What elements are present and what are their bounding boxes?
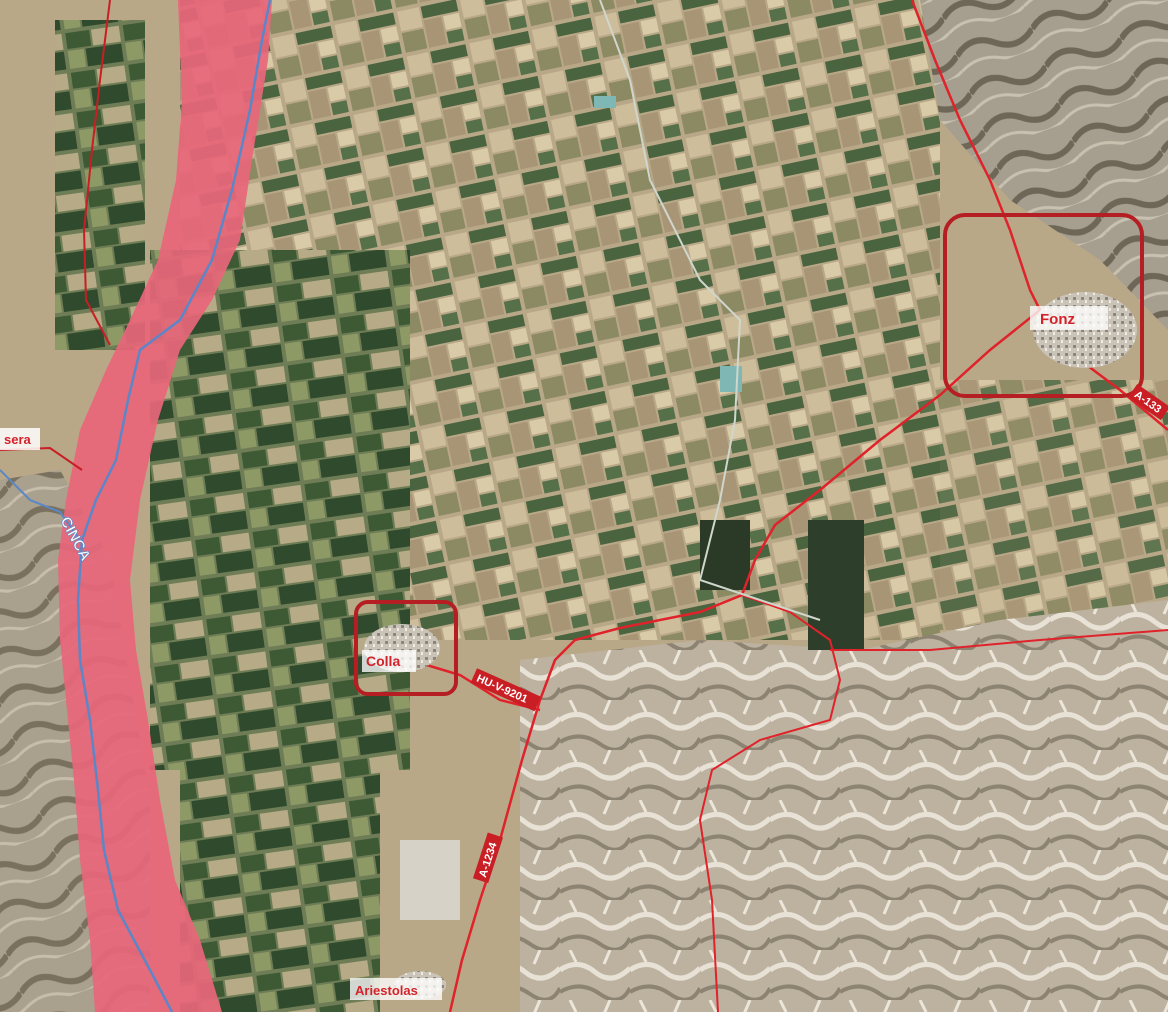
dark-field-2 [700,520,750,590]
flood-zone [58,0,272,1012]
irrigated-fields-south [180,770,380,1012]
road-south-branch [698,594,842,1012]
label-colla[interactable]: Colla [366,653,400,669]
farmland-east [860,380,1168,630]
road-hu-v-9201 [409,658,541,712]
label-fonz-group: Fonz [1030,306,1108,330]
label-partial-left: sera [4,432,32,447]
road-a133 [910,0,1168,431]
green-fields-northwest [55,20,145,350]
badlands-south [520,600,1168,1012]
boundary-west [82,0,111,346]
irrigated-fields-west [150,250,410,770]
quarry [400,840,460,920]
label-fonz[interactable]: Fonz [1040,311,1075,328]
hills-northeast [920,0,1168,330]
label-ariestolas-group: Ariestolas [350,978,442,1000]
canal [599,0,821,621]
river-cinca [76,0,272,1012]
road-east-link [830,629,1168,651]
label-ariestolas[interactable]: Ariestolas [355,983,418,998]
label-colla-group: Colla [362,650,416,672]
pond [720,366,742,392]
label-partial-left-group: sera [0,428,40,450]
fonz-highlight-box[interactable] [943,213,1144,398]
river-tributary [0,469,81,541]
pond-north [594,96,616,108]
colla-highlight-box[interactable] [354,600,458,696]
dark-field-1 [808,520,864,650]
